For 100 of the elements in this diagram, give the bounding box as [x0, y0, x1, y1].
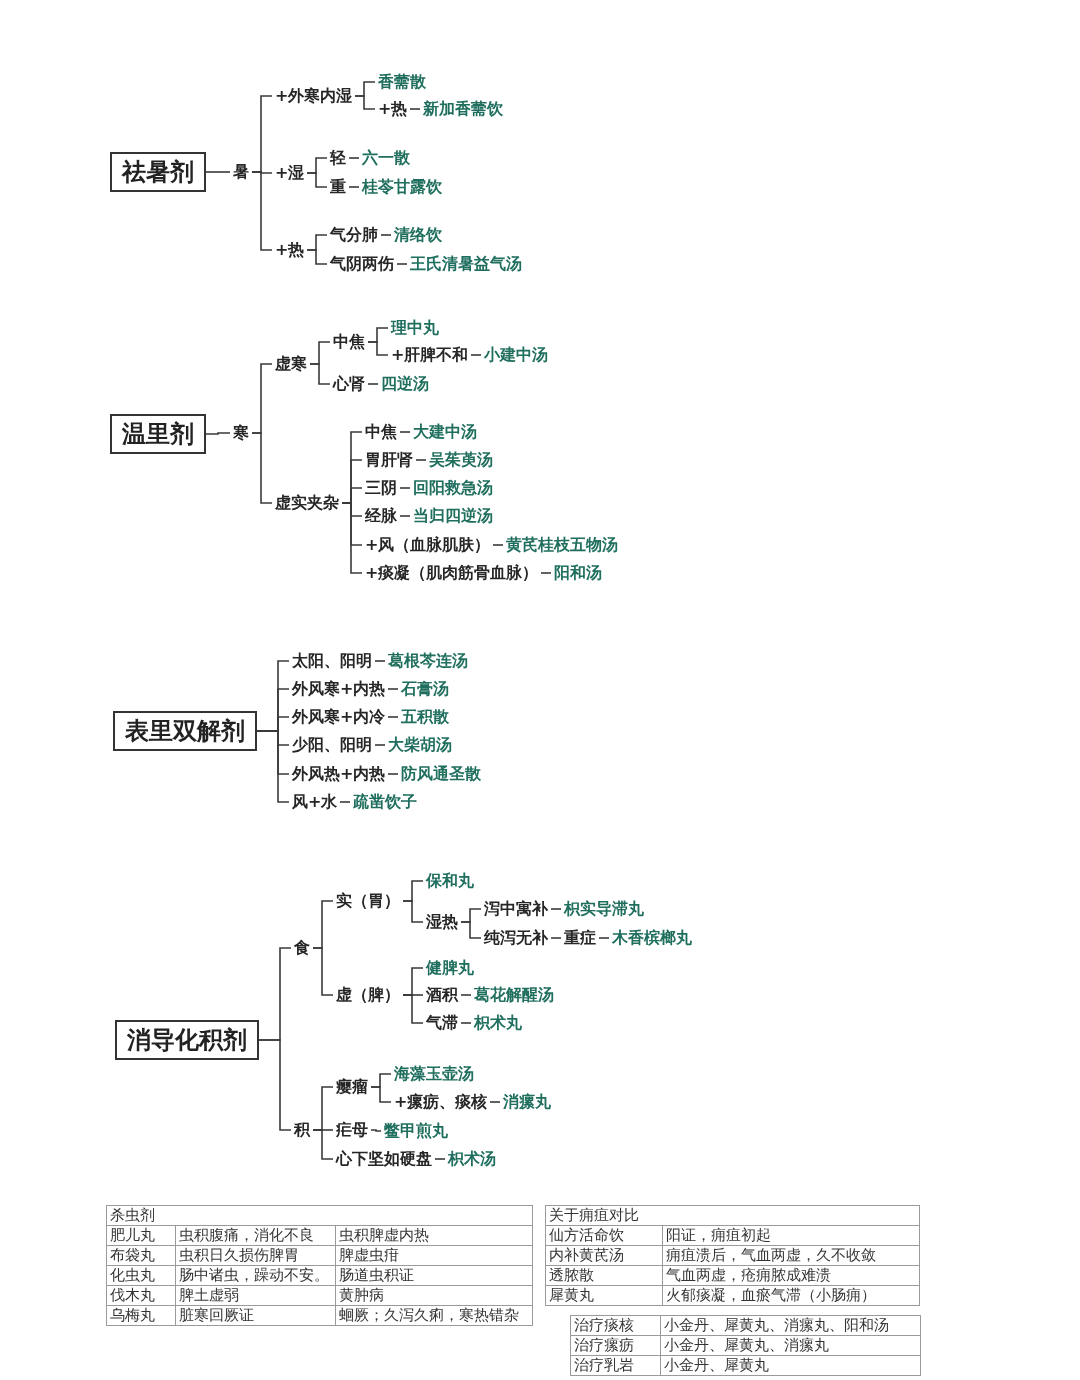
formula-name: 疏凿饮子	[350, 792, 420, 812]
syndrome-label: 少阳、阳明	[289, 735, 375, 755]
syndrome-label: 瘿瘤	[333, 1077, 371, 1097]
bracket-line	[402, 994, 424, 1024]
syndrome-label: 外风寒+内热	[289, 679, 389, 699]
bracket-line	[256, 730, 290, 803]
formula-name: 木香槟榔丸	[609, 928, 695, 948]
connector-line	[470, 354, 482, 356]
formula-name: 王氏清暑益气汤	[407, 254, 525, 274]
bracket-line	[312, 947, 334, 996]
connector-line	[399, 431, 411, 433]
bracket-line	[460, 921, 482, 939]
treatment-target: 治疗乳岩	[570, 1355, 661, 1376]
connector-line	[374, 744, 386, 746]
category-box: 温里剂	[110, 414, 206, 454]
connector-line	[460, 1022, 472, 1024]
treatment-target: 治疗痰核	[570, 1315, 661, 1336]
formula-name: 乌梅丸	[106, 1305, 176, 1326]
formula-name: 桂苓甘露饮	[359, 177, 445, 197]
syndrome-label: +外寒内湿	[272, 86, 356, 106]
connector-line	[205, 171, 231, 173]
syndrome-label: 重症	[561, 928, 599, 948]
syndrome-label: 疟母	[333, 1120, 371, 1140]
syndrome-label: 气分肺	[327, 225, 381, 245]
connector-line	[380, 234, 392, 236]
bracket-line	[306, 172, 328, 188]
formula-name: 葛根芩连汤	[385, 651, 471, 671]
indication-text: 蛔厥；久泻久痢，寒热错杂	[335, 1305, 533, 1326]
syndrome-label: 中焦	[362, 422, 400, 442]
syndrome-label: 心肾	[330, 374, 368, 394]
syndrome-label: +热	[375, 99, 411, 119]
syndrome-label: +风（血脉肌肤）	[362, 535, 494, 555]
formula-name: 黄芪桂枝五物汤	[503, 535, 621, 555]
formula-name: 犀黄丸	[545, 1285, 663, 1306]
formula-name: 清络饮	[391, 225, 445, 245]
indication-text: 虫积日久损伤脾胃	[175, 1245, 336, 1266]
syndrome-label: +湿	[272, 163, 308, 183]
connector-line	[387, 716, 399, 718]
indication-text: 阳证，痈疽初起	[662, 1225, 920, 1246]
formula-list: 小金丹、犀黄丸	[660, 1355, 921, 1376]
formula-list: 小金丹、犀黄丸、消瘰丸	[660, 1335, 921, 1356]
formula-name: 阳和汤	[551, 563, 605, 583]
syndrome-label: +热	[272, 240, 308, 260]
bracket-line	[354, 95, 376, 110]
formula-name: 布袋丸	[106, 1245, 176, 1266]
connector-line	[550, 908, 562, 910]
connector-line	[415, 459, 427, 461]
indication-text: 火郁痰凝，血瘀气滞（小肠痈）	[662, 1285, 920, 1306]
table-title: 关于痈疽对比	[545, 1205, 920, 1226]
formula-name: 枳术汤	[445, 1149, 499, 1169]
formula-name: 石膏汤	[398, 679, 452, 699]
formula-name: 四逆汤	[378, 374, 432, 394]
formula-name: 化虫丸	[106, 1265, 176, 1286]
formula-name: 仙方活命饮	[545, 1225, 663, 1246]
bracket-line	[309, 363, 331, 385]
syndrome-label: 气阴两伤	[327, 254, 397, 274]
syndrome-label: 食	[291, 938, 313, 958]
syndrome-label: 虚（脾）	[333, 985, 403, 1005]
formula-name: 小建中汤	[481, 345, 551, 365]
connector-line	[348, 186, 360, 188]
bracket-line	[367, 341, 389, 356]
syndrome-label: 经脉	[362, 506, 400, 526]
formula-name: 消瘰丸	[500, 1092, 554, 1112]
syndrome-label: 酒积	[423, 985, 461, 1005]
connector-line	[460, 994, 472, 996]
syndrome-label: 心下坚如硬盘	[333, 1149, 435, 1169]
syndrome-label: 寒	[230, 423, 252, 443]
bracket-line	[251, 171, 273, 251]
syndrome-label: 重	[327, 177, 349, 197]
formula-name: 枳实导滞丸	[561, 899, 647, 919]
formula-name: 香薷散	[375, 72, 429, 92]
formula-name: 防风通圣散	[398, 764, 484, 784]
category-box: 祛暑剂	[110, 152, 206, 192]
indication-text: 痈疽溃后，气血两虚，久不收敛	[662, 1245, 920, 1266]
connector-line	[489, 1101, 501, 1103]
indication-text: 脏寒回厥证	[175, 1305, 336, 1326]
syndrome-label: 虚寒	[272, 354, 310, 374]
connector-line	[550, 937, 562, 939]
formula-name: 枳术丸	[471, 1013, 525, 1033]
table-title: 杀虫剂	[106, 1205, 533, 1226]
syndrome-label: 虚实夹杂	[272, 493, 342, 513]
bracket-line	[306, 249, 328, 265]
syndrome-label: +肝脾不和	[388, 345, 472, 365]
syndrome-label: +痰凝（肌肉筋骨血脉）	[362, 563, 542, 583]
formula-name: 内补黄芪汤	[545, 1245, 663, 1266]
connector-line	[339, 801, 351, 803]
formula-name: 透脓散	[545, 1265, 663, 1286]
syndrome-label: +瘰疬、痰核	[391, 1092, 491, 1112]
bracket-line	[258, 1039, 292, 1131]
formula-name: 吴茱萸汤	[426, 450, 496, 470]
connector-line	[540, 572, 552, 574]
syndrome-label: 外风热+内热	[289, 764, 389, 784]
formula-name: 伐木丸	[106, 1285, 176, 1306]
connector-line	[399, 487, 411, 489]
connector-line	[399, 515, 411, 517]
syndrome-label: 泻中寓补	[481, 899, 551, 919]
formula-name: 五积散	[398, 707, 452, 727]
connector-line	[367, 383, 379, 385]
formula-name: 海藻玉壶汤	[391, 1064, 477, 1084]
indication-text: 肠道虫积证	[335, 1265, 533, 1286]
